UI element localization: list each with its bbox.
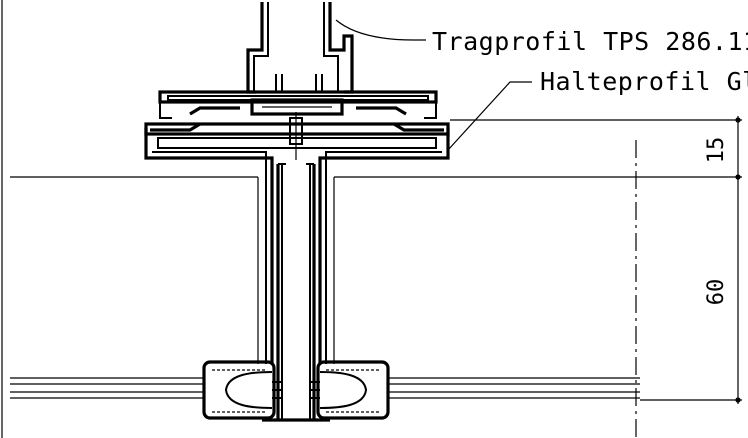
glass-holder-profile [144, 112, 450, 364]
leader-glass-holder [447, 81, 532, 151]
leader-carrier-profile [335, 19, 426, 41]
glazing-right [333, 176, 640, 399]
dimension-chain [450, 116, 742, 404]
gasket-right [310, 360, 390, 420]
gasket-left [202, 360, 282, 420]
dimension-upper-value: 15 [704, 137, 729, 164]
dimension-lower-value: 60 [704, 279, 729, 306]
carrier-profile-top [158, 2, 438, 119]
glazing-left [10, 176, 259, 399]
label-carrier-profile: Tragprofil TPS 286.115 [432, 27, 748, 56]
profile-stem [262, 163, 330, 422]
label-glass-holder: Halteprofil Glas [540, 67, 748, 96]
